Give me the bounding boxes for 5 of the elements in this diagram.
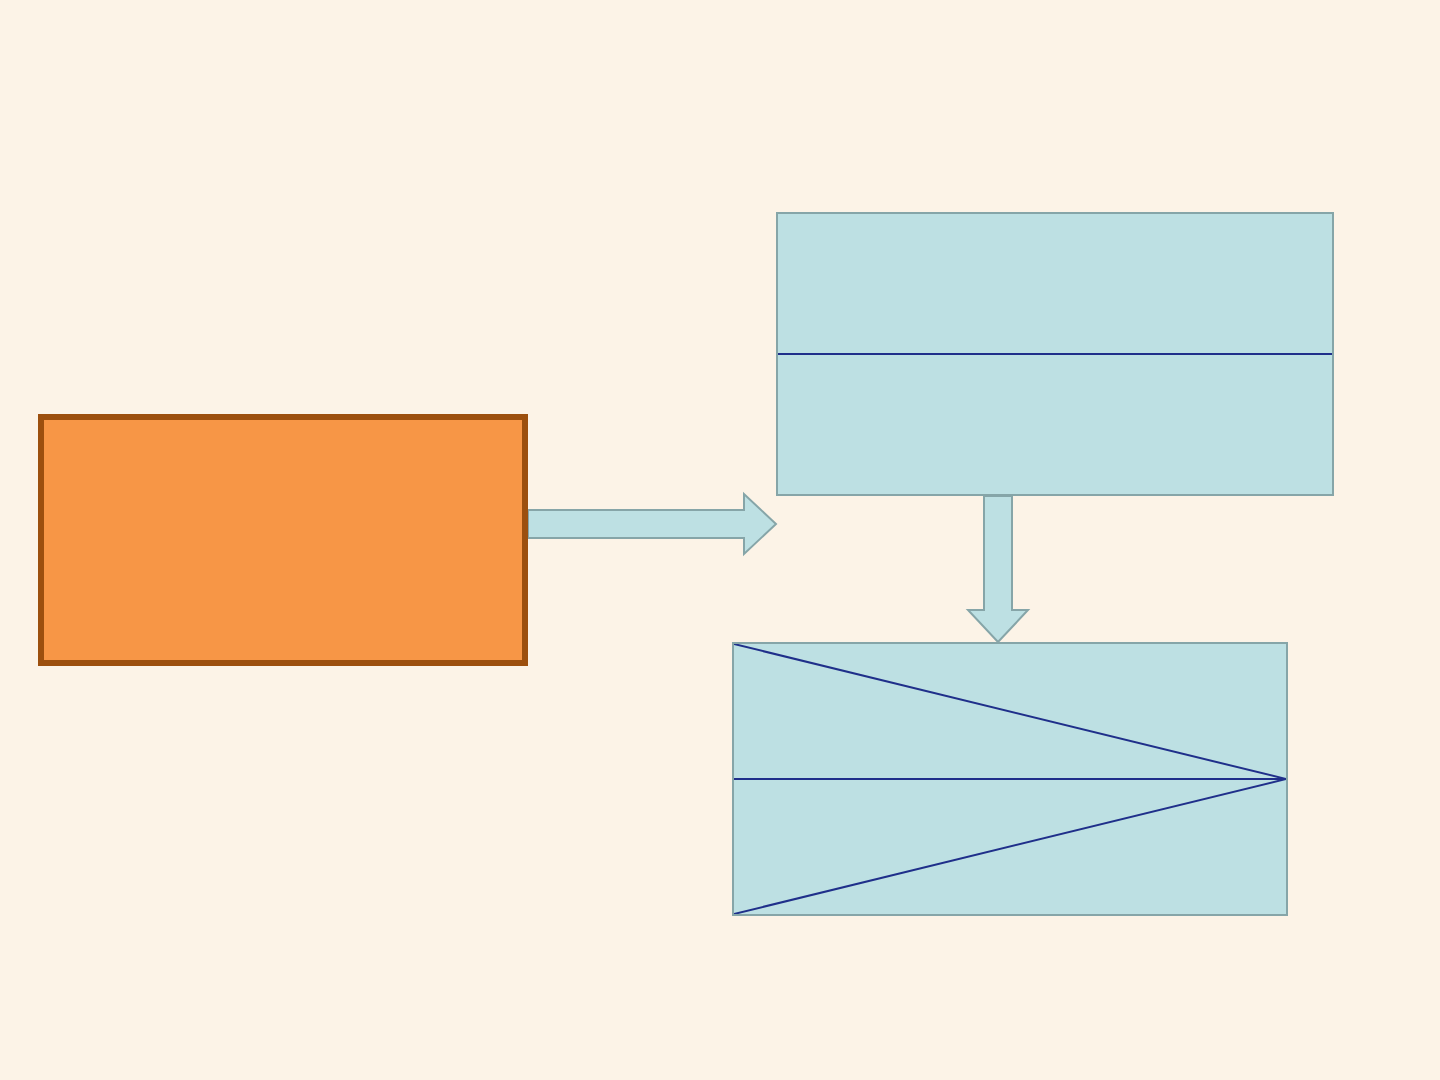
block-arrow	[527, 491, 778, 557]
rectangle-box	[776, 212, 1334, 496]
rectangle-box	[38, 414, 528, 666]
rectangle-box	[732, 642, 1288, 916]
block-arrow	[965, 495, 1031, 644]
